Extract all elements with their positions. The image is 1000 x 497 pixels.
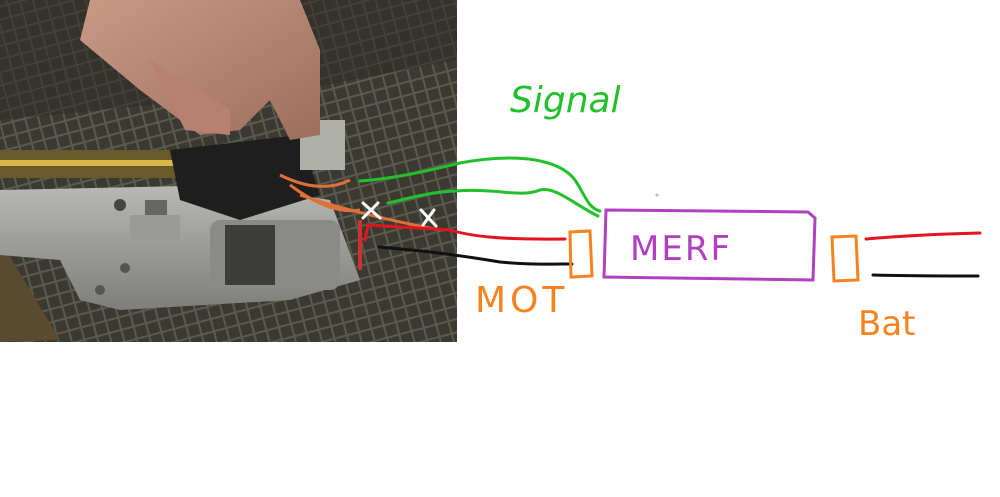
mot-label: MOT [475, 280, 568, 321]
motor-connector [568, 229, 594, 279]
battery-negative-wire [871, 273, 980, 278]
merf-box [602, 208, 817, 282]
motor-positive-wire [363, 223, 567, 242]
battery-connector [830, 234, 860, 283]
motor-negative-wire [377, 245, 574, 266]
signal-wire-1 [358, 156, 602, 213]
cut-mark-icon [419, 208, 438, 228]
merf-label: MERF [630, 229, 732, 269]
bat-label: Bat [858, 304, 916, 344]
signal-wire-2 [386, 187, 600, 218]
cut-mark-icon [361, 201, 382, 220]
signal-label: Signal [510, 80, 621, 121]
battery-positive-wire [864, 231, 982, 241]
gearbox-photo [0, 0, 457, 342]
